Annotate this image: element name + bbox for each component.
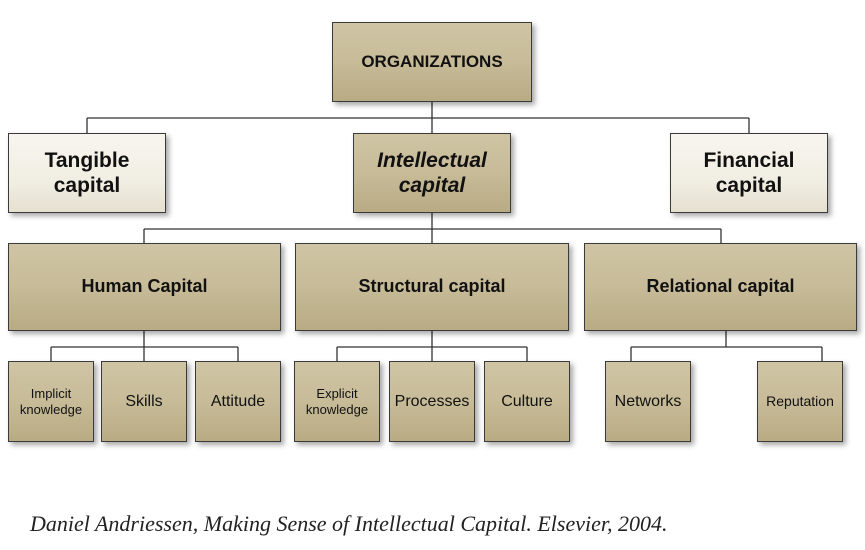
node-implicit-knowledge-line1: Implicit [30, 385, 72, 401]
node-intellectual-capital-line2: capital [398, 174, 466, 197]
node-financial-capital: Financial capital [670, 133, 828, 213]
node-organizations-label: ORGANIZATIONS [361, 51, 503, 71]
node-implicit-knowledge: Implicit knowledge [8, 361, 94, 442]
node-tangible-capital-line2: capital [53, 174, 121, 197]
node-attitude-label: Attitude [210, 392, 266, 410]
node-relational-capital: Relational capital [584, 243, 857, 331]
node-tangible-capital-line1: Tangible [44, 148, 130, 172]
node-processes: Processes [389, 361, 475, 442]
node-explicit-knowledge: Explicit knowledge [294, 361, 380, 442]
node-networks: Networks [605, 361, 691, 442]
node-intellectual-capital-line1: Intellectual [377, 148, 487, 172]
node-structural-capital: Structural capital [295, 243, 569, 331]
node-organizations: ORGANIZATIONS [332, 22, 532, 102]
node-reputation-label: Reputation [766, 393, 834, 410]
node-culture: Culture [484, 361, 570, 442]
node-financial-capital-line2: capital [715, 174, 783, 197]
node-networks-label: Networks [614, 392, 682, 410]
node-culture-label: Culture [501, 392, 553, 410]
node-implicit-knowledge-line2: knowledge [19, 401, 83, 417]
node-structural-capital-label: Structural capital [358, 276, 506, 297]
node-skills-label: Skills [125, 392, 163, 410]
node-financial-capital-line1: Financial [703, 148, 795, 172]
node-human-capital: Human Capital [8, 243, 281, 331]
node-attitude: Attitude [195, 361, 281, 442]
node-reputation: Reputation [757, 361, 843, 442]
node-intellectual-capital: Intellectual capital [353, 133, 511, 213]
node-relational-capital-label: Relational capital [646, 276, 795, 297]
node-human-capital-label: Human Capital [81, 276, 208, 297]
node-tangible-capital: Tangible capital [8, 133, 166, 213]
node-explicit-knowledge-line1: Explicit [316, 385, 358, 401]
node-skills: Skills [101, 361, 187, 442]
node-processes-label: Processes [394, 392, 470, 410]
source-citation: Daniel Andriessen, Making Sense of Intel… [30, 511, 668, 536]
node-explicit-knowledge-line2: knowledge [305, 401, 369, 417]
